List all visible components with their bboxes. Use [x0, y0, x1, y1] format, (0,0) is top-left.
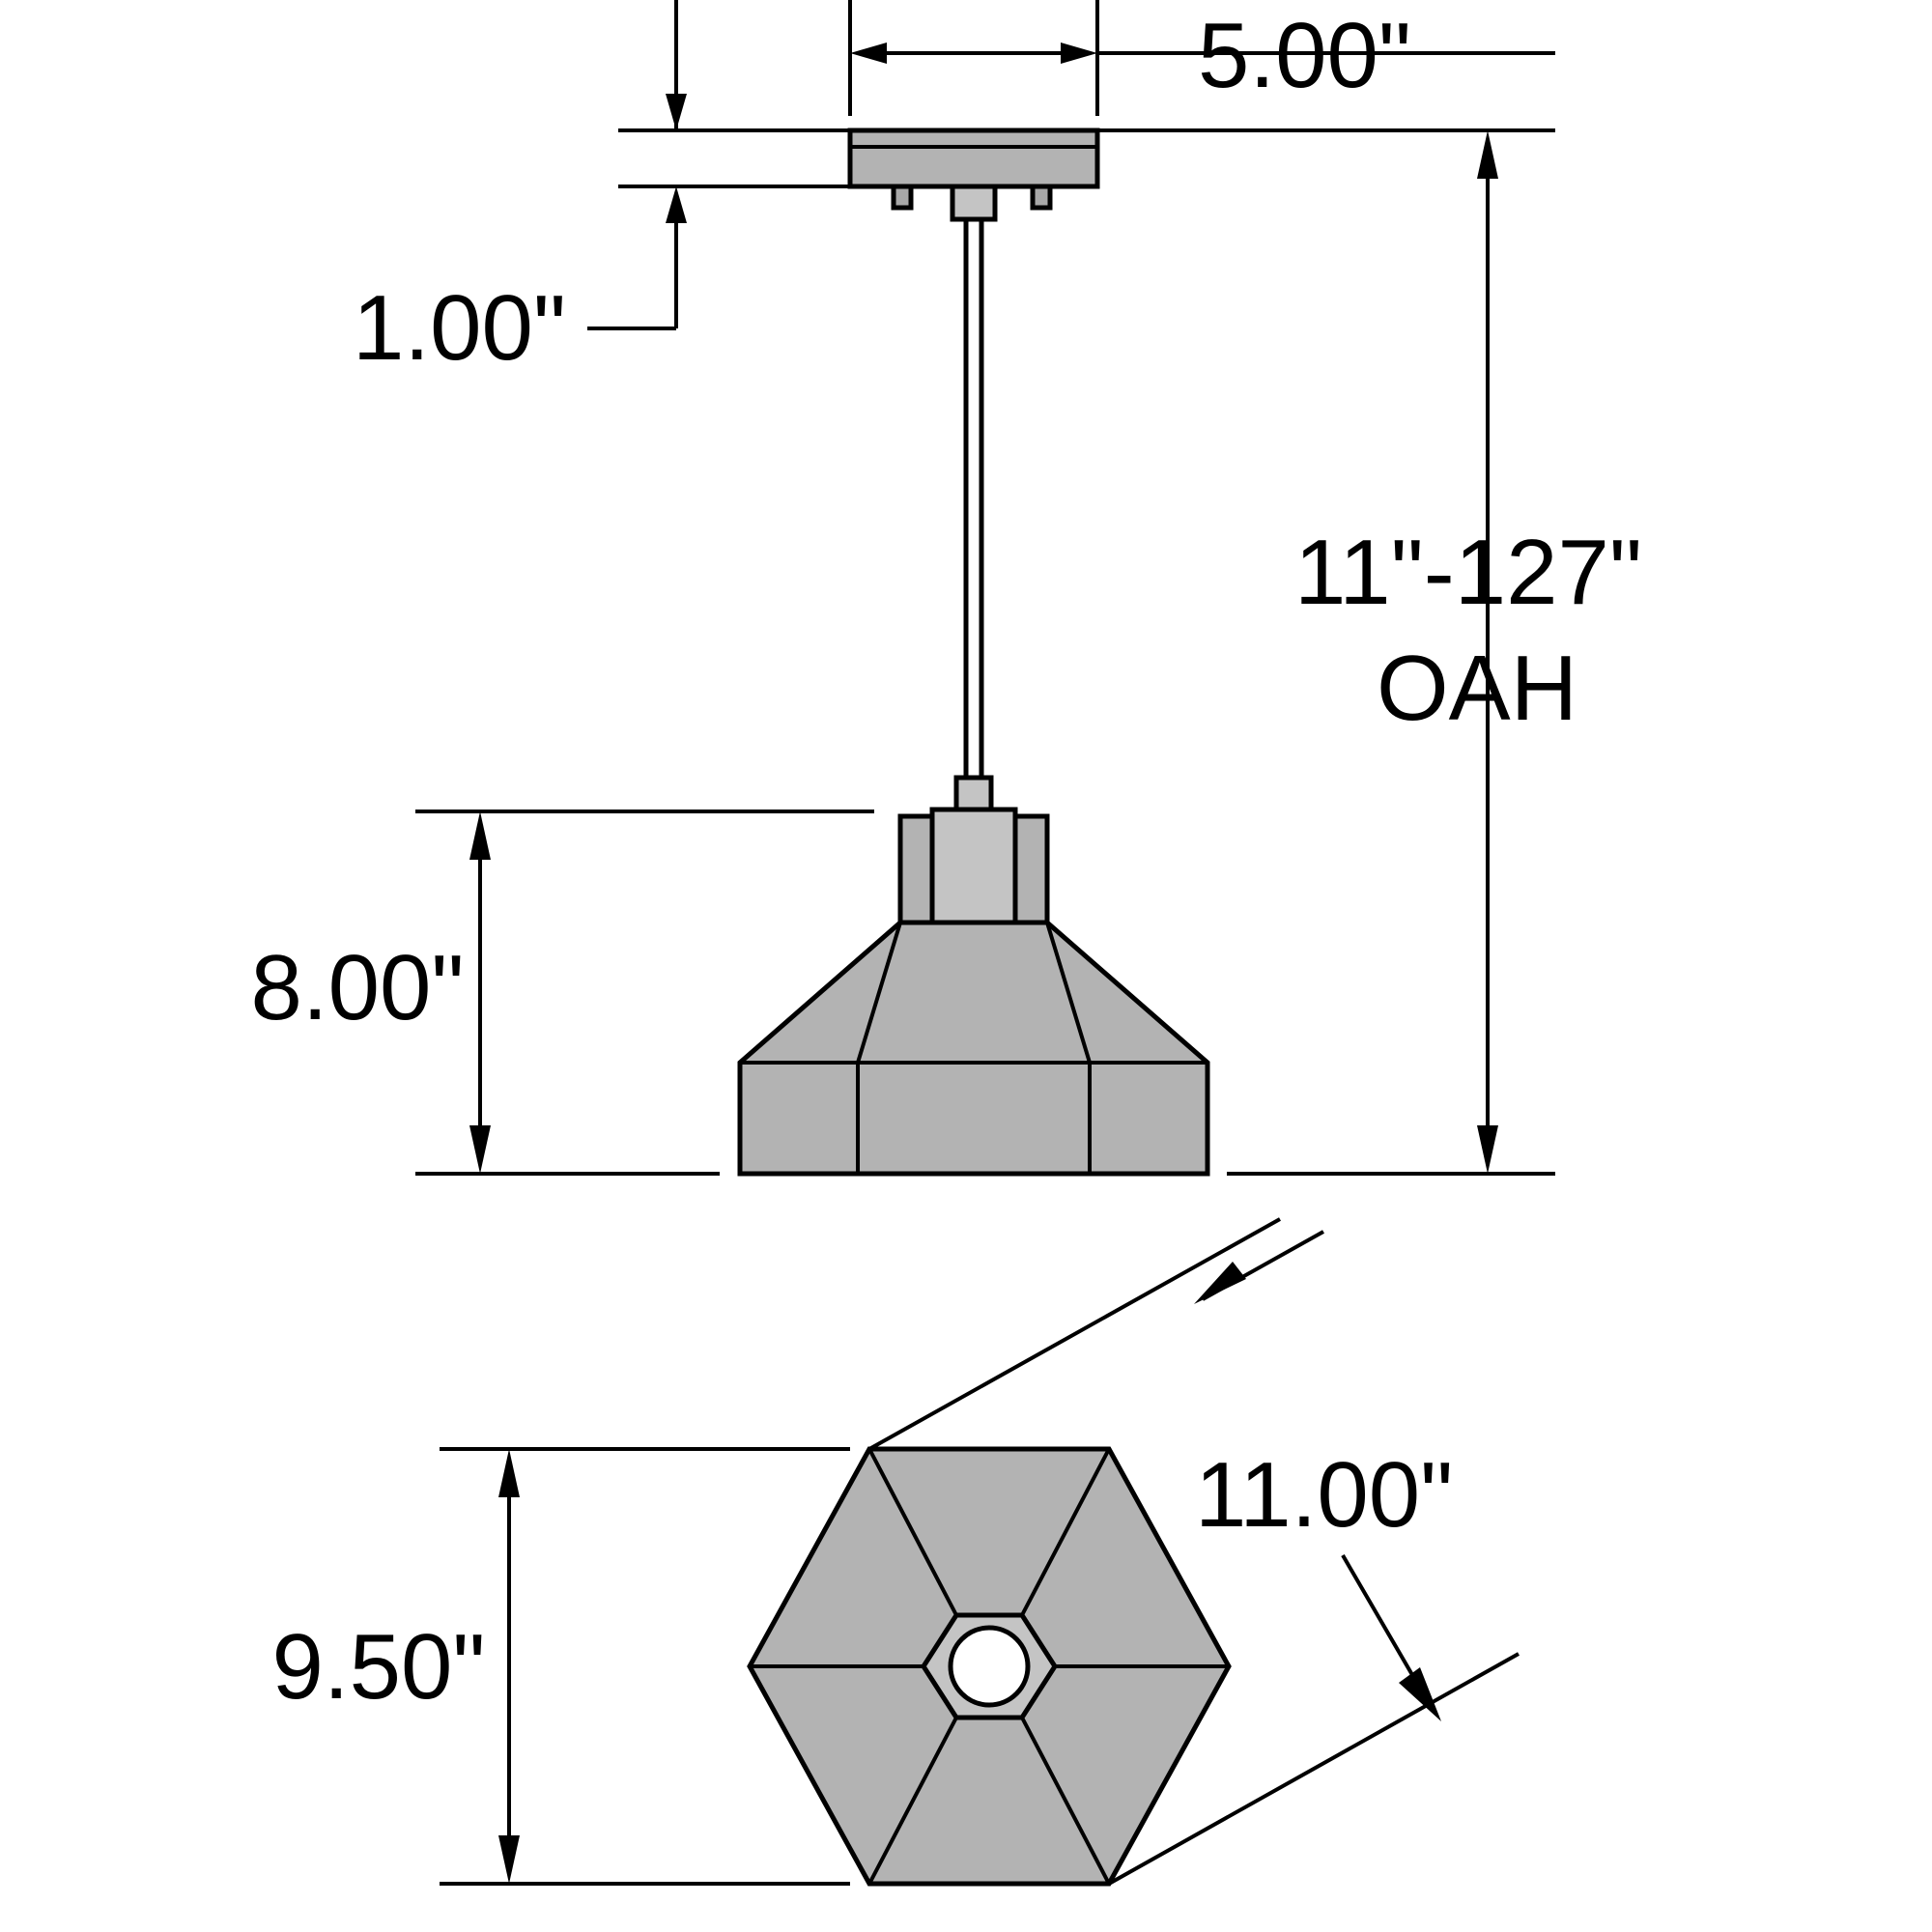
plan-spoke-4 — [1020, 1717, 1111, 1885]
dim-canopy-height: 1.00" — [353, 0, 850, 380]
shade-plan-group — [747, 1446, 1232, 1887]
dim-label-canopy-width: 5.00" — [1198, 4, 1411, 107]
dim-canopy-width: 5.00" — [848, 0, 1555, 116]
dim-label-shade-flats: 9.50" — [272, 1615, 486, 1719]
canopy-screw-left — [891, 184, 914, 211]
ext-points-lower — [1108, 1652, 1520, 1886]
dim-label-shade-points: 11.00" — [1195, 1443, 1453, 1547]
shade-body — [737, 920, 1210, 1177]
canopy-stem — [950, 184, 998, 222]
canopy-group — [847, 128, 1100, 222]
arrow-oah-bottom — [1477, 1125, 1498, 1174]
shade-front-group — [737, 920, 1210, 1177]
plan-spoke-5 — [867, 1717, 958, 1885]
dim-shade-flats: 9.50" — [272, 1447, 850, 1886]
arrow-canopy-left — [850, 43, 887, 64]
arrow-plan-bottom — [498, 1835, 520, 1884]
dim-label-canopy-height: 1.00" — [353, 276, 566, 380]
shade-taper-right — [1045, 922, 1092, 1064]
plan-spoke-1 — [867, 1448, 958, 1616]
dim-shade-height: 8.00" — [251, 810, 874, 1176]
socket-center — [929, 807, 1018, 926]
arrow-shade-bottom — [469, 1125, 491, 1174]
dim-label-oah-suffix: OAH — [1377, 637, 1577, 740]
plan-spoke-2 — [1020, 1448, 1111, 1616]
cord-group — [953, 219, 994, 819]
arrow-oah-top — [1477, 130, 1498, 179]
dim-shade-points: 11.00" — [868, 1217, 1520, 1886]
arrow-shade-top — [469, 811, 491, 860]
plan-bulb-highlight — [959, 1636, 998, 1675]
arrow-canopy-h-down — [666, 94, 687, 130]
dim-label-shade-height: 8.00" — [251, 936, 465, 1039]
dim-overall-height: 11"-127" OAH — [1097, 128, 1642, 1176]
canopy-screw-right — [1030, 184, 1053, 211]
arrow-points-upper — [1194, 1262, 1246, 1304]
arrow-points-lower — [1399, 1667, 1441, 1721]
shade-taper-left — [856, 922, 902, 1064]
arrow-canopy-h-up — [666, 186, 687, 223]
ext-points-upper — [868, 1217, 1281, 1451]
dim-label-oah-range: 11"-127" — [1294, 521, 1642, 624]
canopy-body — [847, 128, 1100, 189]
arrow-plan-top — [498, 1449, 520, 1497]
socket-housing-group — [897, 807, 1050, 926]
arrow-canopy-right — [1061, 43, 1097, 64]
